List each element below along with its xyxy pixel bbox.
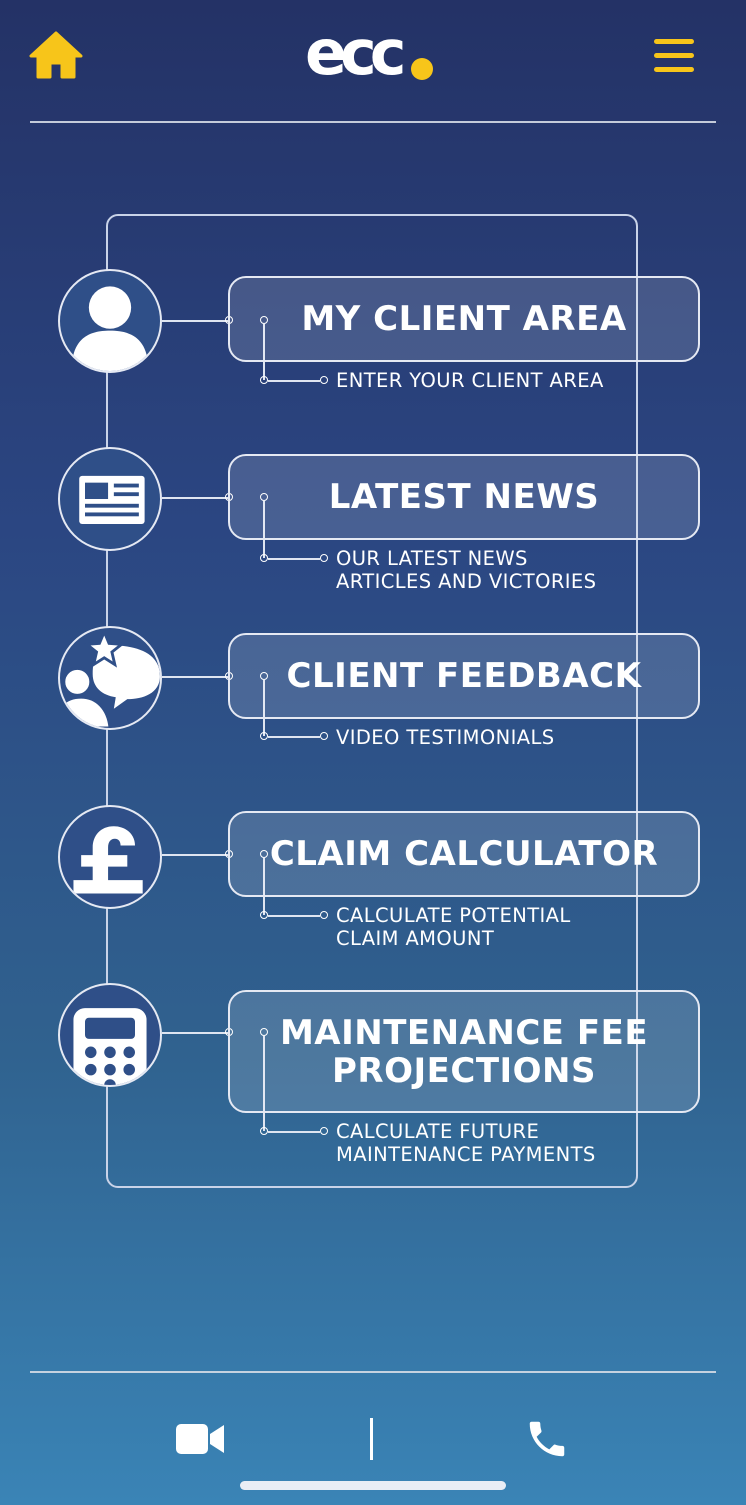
header-divider xyxy=(30,121,716,123)
connector-node xyxy=(260,732,268,740)
connector xyxy=(162,854,230,856)
video-call-icon[interactable] xyxy=(176,1422,224,1456)
card-title: MY CLIENT AREA xyxy=(301,299,627,339)
connector xyxy=(263,501,265,558)
card-subtitle: CALCULATE FUTURE MAINTENANCE PAYMENTS xyxy=(336,1120,596,1166)
card-subtitle: ENTER YOUR CLIENT AREA xyxy=(336,369,604,392)
home-indicator[interactable] xyxy=(240,1481,506,1490)
connector xyxy=(268,380,320,382)
card-title: CLAIM CALCULATOR xyxy=(269,834,659,874)
logo-text: ecc xyxy=(305,16,407,89)
card-title: CLIENT FEEDBACK xyxy=(286,656,642,696)
footer-divider xyxy=(30,1371,716,1373)
connector xyxy=(263,858,265,915)
connector xyxy=(162,676,230,678)
connector-node xyxy=(260,1028,268,1036)
connector-node xyxy=(260,850,268,858)
ecc-logo: ecc xyxy=(305,16,445,89)
connector xyxy=(268,915,320,917)
hamburger-menu-icon[interactable] xyxy=(652,36,696,76)
my-client-area-button[interactable]: MY CLIENT AREA xyxy=(228,276,700,362)
card-title: MAINTENANCE FEE PROJECTIONS xyxy=(279,1012,649,1091)
connector xyxy=(263,680,265,736)
claim-calculator-button[interactable]: CLAIM CALCULATOR xyxy=(228,811,700,897)
footer-separator xyxy=(370,1418,373,1460)
client-feedback-button[interactable]: CLIENT FEEDBACK xyxy=(228,633,700,719)
connector-node xyxy=(260,376,268,384)
connector-node xyxy=(320,554,328,562)
card-subtitle: VIDEO TESTIMONIALS xyxy=(336,726,555,749)
feedback-star-icon[interactable] xyxy=(58,626,162,730)
connector-node xyxy=(260,554,268,562)
connector xyxy=(263,1036,265,1131)
card-title: LATEST NEWS xyxy=(328,477,600,517)
home-icon[interactable] xyxy=(28,30,84,80)
connector-node xyxy=(260,493,268,501)
calculator-icon[interactable] xyxy=(58,983,162,1087)
connector xyxy=(263,324,265,380)
connector-node xyxy=(320,732,328,740)
connector-node xyxy=(260,1127,268,1135)
connector xyxy=(268,558,320,560)
connector xyxy=(268,1131,320,1133)
connector xyxy=(268,736,320,738)
connector xyxy=(162,1032,230,1034)
logo-sun-dot xyxy=(411,58,433,80)
phone-icon[interactable] xyxy=(524,1416,570,1462)
connector-node xyxy=(260,672,268,680)
newspaper-icon[interactable] xyxy=(58,447,162,551)
connector-node xyxy=(320,1127,328,1135)
pound-icon[interactable] xyxy=(58,805,162,909)
connector-node xyxy=(320,911,328,919)
connector-node xyxy=(320,376,328,384)
latest-news-button[interactable]: LATEST NEWS xyxy=(228,454,700,540)
maintenance-fee-projections-button[interactable]: MAINTENANCE FEE PROJECTIONS xyxy=(228,990,700,1113)
connector xyxy=(162,320,230,322)
card-subtitle: CALCULATE POTENTIAL CLAIM AMOUNT xyxy=(336,904,571,950)
user-icon[interactable] xyxy=(58,269,162,373)
connector xyxy=(162,497,230,499)
connector-node xyxy=(260,911,268,919)
connector-node xyxy=(260,316,268,324)
card-subtitle: OUR LATEST NEWS ARTICLES AND VICTORIES xyxy=(336,547,597,593)
